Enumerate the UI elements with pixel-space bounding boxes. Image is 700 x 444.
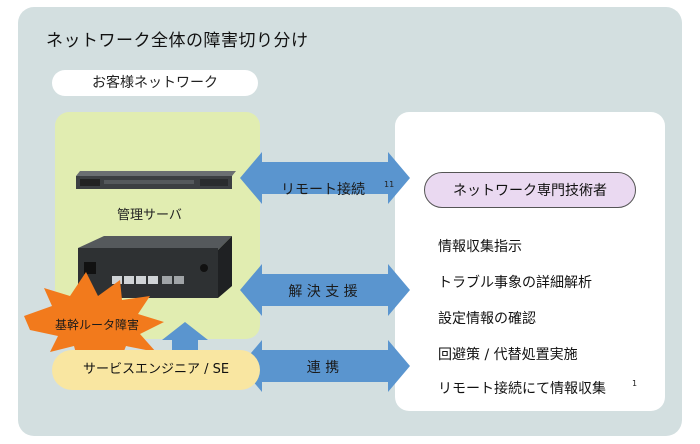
task-item: 設定情報の確認 — [438, 311, 536, 327]
cooperate-arrow-icon — [240, 340, 410, 392]
cooperate-arrow-label: 連 携 — [306, 360, 340, 376]
server-icon — [76, 171, 236, 189]
failure-label: 基幹ルータ障害 — [55, 318, 140, 332]
service-engineer-box: サービスエンジニア / SE — [52, 350, 260, 390]
remote-arrow-icon — [240, 152, 410, 204]
task-item: 回避策 / 代替処置実施 — [438, 347, 578, 363]
expert-badge: ネットワーク専門技術者 — [424, 172, 636, 208]
task-note: 1 — [632, 379, 638, 388]
support-arrow-label: 解 決 支 援 — [288, 284, 358, 300]
router-icon — [78, 236, 232, 298]
server-label: 管理サーバ — [117, 208, 182, 223]
diagram-title: ネットワーク全体の障害切り分け — [46, 31, 309, 51]
customer-network-label: お客様ネットワーク — [52, 70, 258, 96]
task-item: トラブル事象の詳細解析 — [438, 275, 592, 291]
task-item: リモート接続にて情報収集 — [438, 381, 606, 397]
support-center-zone — [395, 112, 665, 411]
support-arrow-icon — [240, 264, 410, 316]
remote-note: 11 — [384, 180, 395, 189]
remote-arrow-label: リモート接続 — [281, 182, 365, 198]
task-item: 情報収集指示 — [438, 239, 522, 255]
failure-burst-icon — [24, 272, 164, 368]
